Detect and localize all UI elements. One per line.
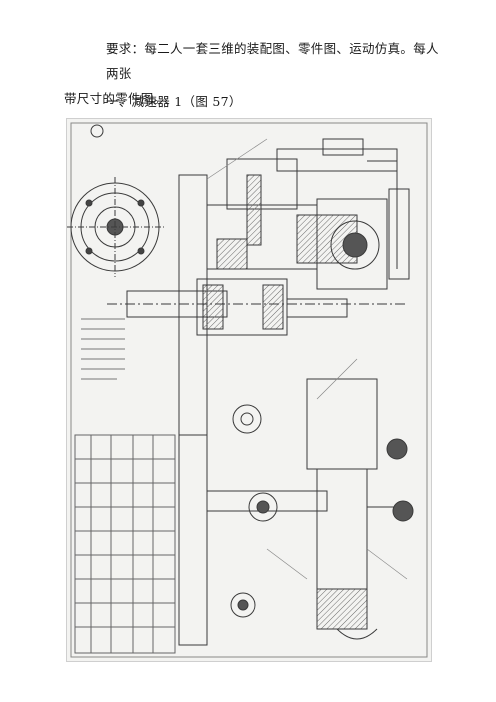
assembly-drawing-svg <box>67 122 428 658</box>
end-view-circle <box>67 124 165 277</box>
section-heading: 一、减速器 1（图 57） <box>106 94 242 109</box>
leader-lines <box>206 138 408 580</box>
requirement-line-2: 带尺寸的零件图。 <box>64 91 167 106</box>
technical-notes-block <box>81 318 125 380</box>
parts-table <box>74 434 176 654</box>
housing-side-view <box>178 378 414 646</box>
housing-front-view <box>178 138 410 436</box>
requirement-paragraph: 要求：每二人一套三维的装配图、零件图、运动仿真。每人两张 带尺寸的零件图。 <box>64 36 444 111</box>
requirement-line-1: 要求：每二人一套三维的装配图、零件图、运动仿真。每人两张 <box>106 41 439 81</box>
shaft-section <box>107 278 407 336</box>
assembly-drawing-image <box>66 118 432 662</box>
